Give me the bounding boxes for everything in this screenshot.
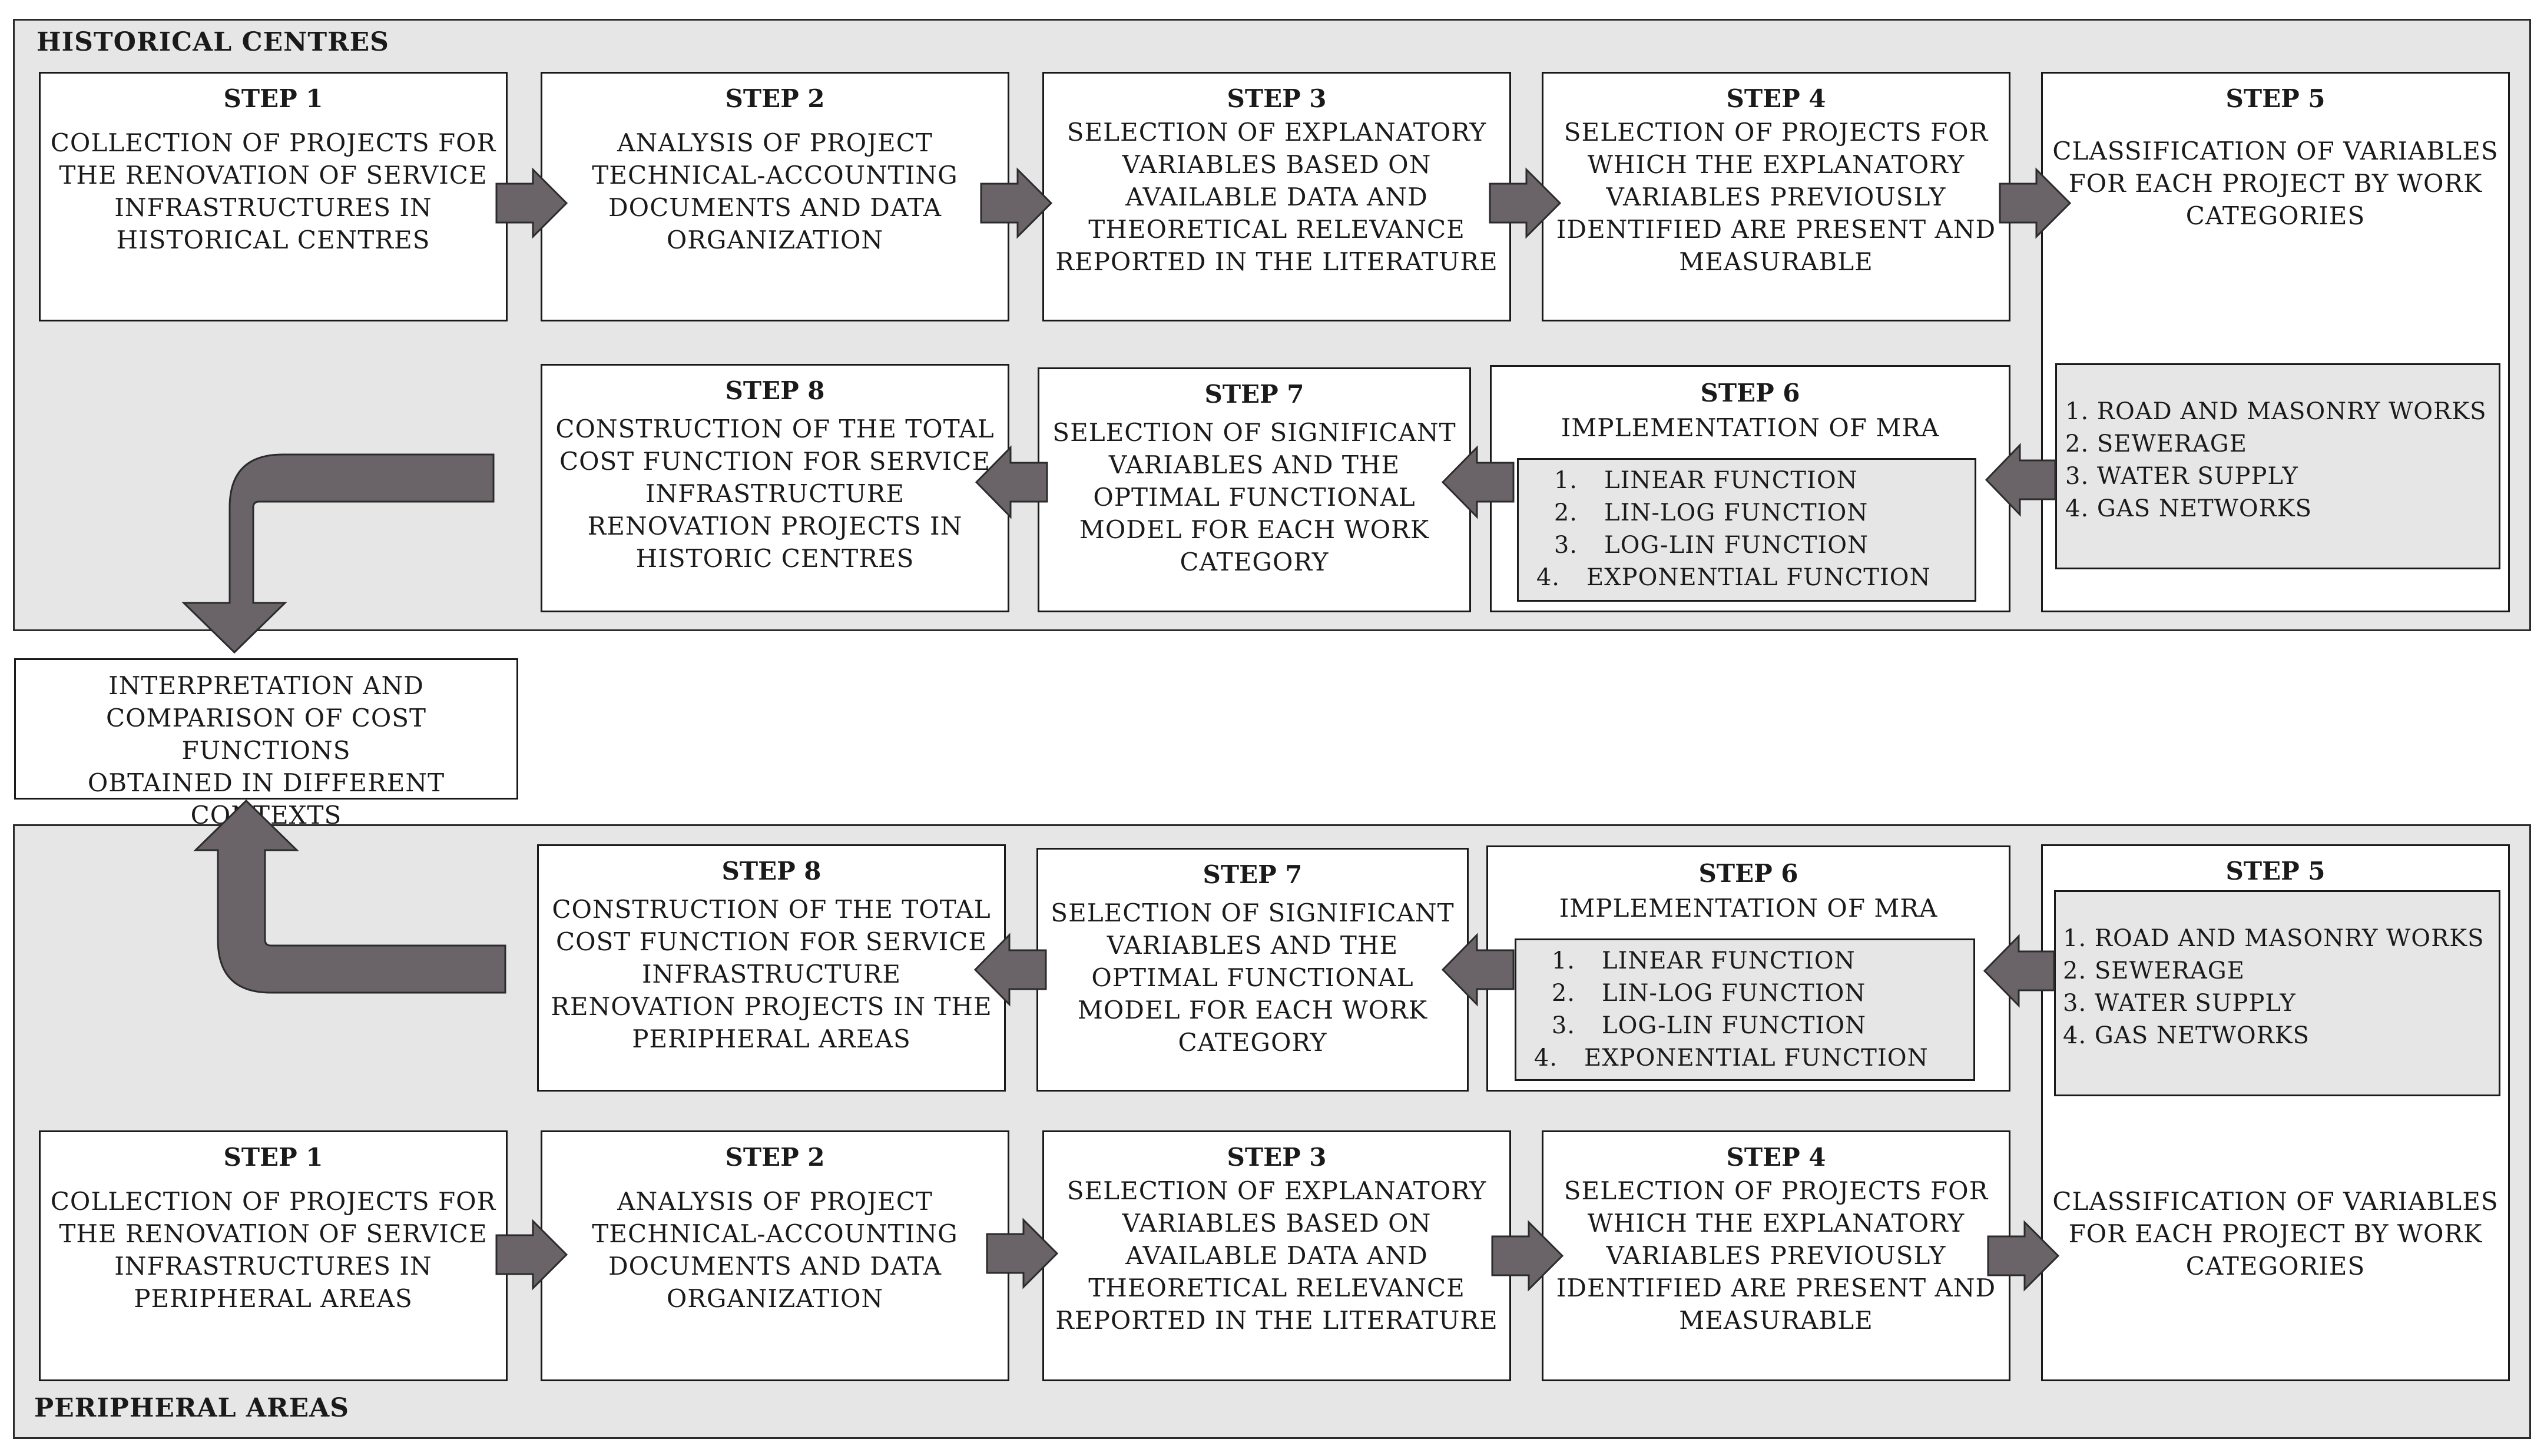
step-title: STEP 6 <box>1698 859 1798 888</box>
step-body: SELECTION OF SIGNIFICANT VARIABLES AND T… <box>1052 418 1456 576</box>
work-category-item: 2. SEWERAGE <box>2065 430 2247 457</box>
step-title: STEP 3 <box>1227 1143 1327 1172</box>
work-category-item: 4. GAS NETWORKS <box>2063 1022 2310 1049</box>
step-title: STEP 5 <box>2225 857 2326 885</box>
arrow-right-icon <box>1491 1220 1564 1292</box>
arrow-right-icon <box>986 1218 1059 1289</box>
mra-function-item: 2.LIN-LOG FUNCTION <box>1553 499 1869 526</box>
peripheral-step-1-box: STEP 1 COLLECTION OF PROJECTS FOR THE RE… <box>39 1130 508 1381</box>
peripheral-step-4-box: STEP 4 SELECTION OF PROJECTS FOR WHICH T… <box>1542 1130 2010 1381</box>
arrow-left-icon <box>973 933 1047 1007</box>
bent-arrow-up-icon <box>193 799 506 994</box>
step-title: STEP 7 <box>1204 380 1304 409</box>
historical-step-2-box: STEP 2 ANALYSIS OF PROJECT TECHNICAL-ACC… <box>541 72 1009 321</box>
work-category-item: 3. WATER SUPPLY <box>2065 463 2298 490</box>
mra-function-item: 3.LOG-LIN FUNCTION <box>1553 532 1869 559</box>
comparison-box: INTERPRETATION AND COMPARISON OF COST FU… <box>14 658 518 830</box>
arrow-right-icon <box>1489 167 1562 239</box>
step-body: ANALYSIS OF PROJECT TECHNICAL-ACCOUNTING… <box>592 1187 958 1313</box>
historical-step-1-box: STEP 1 COLLECTION OF PROJECTS FOR THE RE… <box>39 72 508 321</box>
peripheral-mra-functions-box: 1.LINEAR FUNCTION 2.LIN-LOG FUNCTION 3.L… <box>1515 938 1975 1081</box>
peripheral-step-2-box: STEP 2 ANALYSIS OF PROJECT TECHNICAL-ACC… <box>541 1130 1009 1381</box>
mra-function-item: 4.EXPONENTIAL FUNCTION <box>1536 564 1931 591</box>
step-body: CONSTRUCTION OF THE TOTAL COST FUNCTION … <box>555 414 995 573</box>
step-title: STEP 8 <box>725 376 825 405</box>
step-title: STEP 2 <box>725 1143 825 1172</box>
peripheral-work-categories-box: 1. ROAD AND MASONRY WORKS 2. SEWERAGE 3.… <box>2054 890 2500 1096</box>
historical-mra-functions-box: 1.LINEAR FUNCTION 2.LIN-LOG FUNCTION 3.L… <box>1517 458 1976 602</box>
mra-function-item: 1.LINEAR FUNCTION <box>1553 467 1858 494</box>
work-category-item: 2. SEWERAGE <box>2063 957 2245 984</box>
step-body: SELECTION OF PROJECTS FOR WHICH THE EXPL… <box>1556 1176 1996 1335</box>
work-category-item: 4. GAS NETWORKS <box>2065 495 2313 522</box>
peripheral-step-3-box: STEP 3 SELECTION OF EXPLANATORY VARIABLE… <box>1042 1130 1511 1381</box>
historical-centres-label: HISTORICAL CENTRES <box>37 27 389 57</box>
step-body: SELECTION OF EXPLANATORY VARIABLES BASED… <box>1055 118 1498 276</box>
arrow-left-icon <box>1441 933 1515 1007</box>
peripheral-step-7-box: STEP 7 SELECTION OF SIGNIFICANT VARIABLE… <box>1036 848 1469 1092</box>
step-title: STEP 1 <box>223 84 323 113</box>
step-title: STEP 1 <box>223 1143 323 1172</box>
step-body: COLLECTION OF PROJECTS FOR THE RENOVATIO… <box>50 128 496 254</box>
mra-function-item: 3.LOG-LIN FUNCTION <box>1551 1012 1866 1039</box>
arrow-right-icon <box>1999 167 2072 239</box>
step-title: STEP 4 <box>1726 1143 1826 1172</box>
step-body: SELECTION OF PROJECTS FOR WHICH THE EXPL… <box>1556 118 1996 276</box>
arrow-left-icon <box>1983 934 2055 1008</box>
step-title: STEP 6 <box>1700 379 1800 407</box>
step-title: STEP 3 <box>1227 84 1327 113</box>
mra-function-item: 2.LIN-LOG FUNCTION <box>1551 980 1866 1007</box>
comparison-text: INTERPRETATION AND COMPARISON OF COST FU… <box>87 671 445 830</box>
arrow-left-icon <box>975 445 1048 519</box>
bent-arrow-down-icon <box>181 453 495 654</box>
step-body: COLLECTION OF PROJECTS FOR THE RENOVATIO… <box>50 1187 496 1313</box>
step-subtitle: IMPLEMENTATION OF MRA <box>1561 413 1940 442</box>
arrow-right-icon <box>495 167 568 239</box>
mra-functions-list: 1.LINEAR FUNCTION 2.LIN-LOG FUNCTION 3.L… <box>1519 465 1975 594</box>
step-title: STEP 2 <box>725 84 825 113</box>
step-body: CLASSIFICATION OF VARIABLES FOR EACH PRO… <box>2052 1187 2499 1281</box>
mra-function-item: 1.LINEAR FUNCTION <box>1551 947 1856 974</box>
work-categories-list: 1. ROAD AND MASONRY WORKS 2. SEWERAGE 3.… <box>2065 396 2499 525</box>
historical-step-7-box: STEP 7 SELECTION OF SIGNIFICANT VARIABLE… <box>1038 367 1471 612</box>
step-title: STEP 7 <box>1203 860 1303 889</box>
step-body: CLASSIFICATION OF VARIABLES FOR EACH PRO… <box>2052 137 2499 230</box>
work-categories-list: 1. ROAD AND MASONRY WORKS 2. SEWERAGE 3.… <box>2063 923 2499 1052</box>
arrow-right-icon <box>495 1219 568 1291</box>
step-subtitle: IMPLEMENTATION OF MRA <box>1559 894 1938 923</box>
historical-step-3-box: STEP 3 SELECTION OF EXPLANATORY VARIABLE… <box>1042 72 1511 321</box>
step-title: STEP 5 <box>2225 84 2326 113</box>
step-body: CONSTRUCTION OF THE TOTAL COST FUNCTION … <box>551 895 992 1053</box>
arrow-right-icon <box>1987 1220 2060 1292</box>
work-category-item: 3. WATER SUPPLY <box>2063 990 2296 1017</box>
step-body: SELECTION OF EXPLANATORY VARIABLES BASED… <box>1055 1176 1498 1335</box>
step-body: ANALYSIS OF PROJECT TECHNICAL-ACCOUNTING… <box>592 128 958 254</box>
historical-step-8-box: STEP 8 CONSTRUCTION OF THE TOTAL COST FU… <box>541 364 1009 612</box>
arrow-left-icon <box>1985 443 2056 517</box>
work-category-item: 1. ROAD AND MASONRY WORKS <box>2063 925 2485 952</box>
step-title: STEP 4 <box>1726 84 1826 113</box>
peripheral-areas-label: PERIPHERAL AREAS <box>34 1393 350 1423</box>
arrow-right-icon <box>980 167 1053 239</box>
mra-functions-list: 1.LINEAR FUNCTION 2.LIN-LOG FUNCTION 3.L… <box>1516 945 1973 1074</box>
historical-work-categories-box: 1. ROAD AND MASONRY WORKS 2. SEWERAGE 3.… <box>2055 363 2500 569</box>
step-body: SELECTION OF SIGNIFICANT VARIABLES AND T… <box>1051 898 1455 1057</box>
step-title: STEP 8 <box>721 857 822 885</box>
work-category-item: 1. ROAD AND MASONRY WORKS <box>2065 398 2487 425</box>
peripheral-step-8-box: STEP 8 CONSTRUCTION OF THE TOTAL COST FU… <box>537 844 1006 1092</box>
arrow-left-icon <box>1441 445 1515 519</box>
mra-function-item: 4.EXPONENTIAL FUNCTION <box>1533 1044 1929 1072</box>
